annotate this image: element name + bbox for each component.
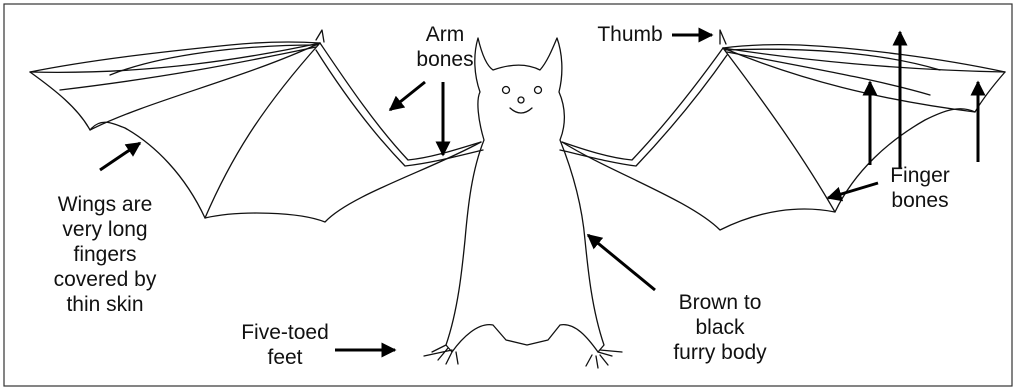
label-wings: Wings are very long fingers covered by t…: [20, 192, 190, 317]
left-finger-3: [205, 43, 320, 218]
label-thumb: Thumb: [588, 22, 672, 47]
label-body: Brown to black furry body: [640, 290, 800, 365]
arrow-arm-bones-1: [390, 82, 425, 110]
mouth: [510, 108, 532, 113]
right-arm-bone: [562, 48, 723, 160]
arrow-body: [588, 235, 655, 290]
right-finger-2: [723, 48, 975, 112]
eye-right: [535, 87, 542, 94]
label-five-toed-feet: Five-toed feet: [215, 320, 355, 370]
left-finger-2: [90, 43, 320, 130]
left-foot: [424, 345, 458, 364]
label-arm-bones: Arm bones: [390, 22, 500, 72]
nose: [518, 97, 524, 103]
right-foot: [586, 350, 622, 368]
label-finger-bones: Finger bones: [865, 163, 975, 213]
right-finger-3: [723, 48, 835, 212]
right-finger-1: [723, 48, 1005, 72]
eye-left: [503, 87, 510, 94]
bat-body: [446, 38, 604, 352]
arrow-wings: [100, 143, 140, 170]
